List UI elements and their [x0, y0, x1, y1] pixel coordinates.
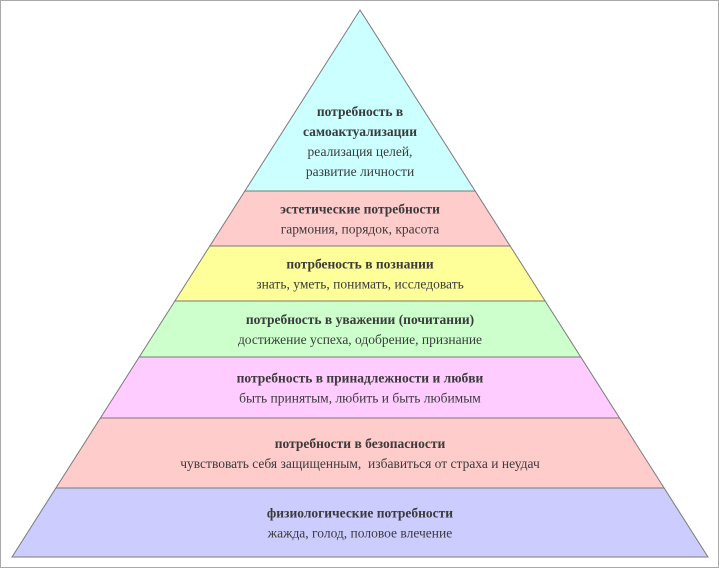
- level-title: потрбеность в познании: [286, 257, 434, 272]
- level-description: достижение успеха, одобрение, признание: [238, 332, 482, 347]
- level-title: потребность в уважении (почитании): [246, 312, 474, 327]
- level-title: потребность в принадлежности и любви: [237, 371, 484, 386]
- level-description: реализация целей,: [308, 144, 413, 159]
- pyramid-level-esteem: [138, 300, 582, 358]
- level-title: потребности в безопасности: [275, 436, 446, 451]
- level-title: эстетические потребности: [280, 202, 440, 217]
- level-title: физиологические потребности: [267, 506, 453, 521]
- level-description: знать, уметь, понимать, исследовать: [256, 277, 464, 292]
- level-description: быть принятым, любить и быть любимым: [239, 391, 481, 406]
- level-description: чувствовать себя защищенным, избавиться …: [180, 456, 540, 471]
- pyramid-level-belonging: [99, 356, 621, 419]
- pyramid-level-cognitive: [173, 245, 547, 302]
- level-description: жажда, голод, половое влечение: [267, 526, 452, 541]
- pyramid-level-aesthetic: [208, 190, 512, 247]
- pyramid-level-physiological: [11, 487, 709, 558]
- level-title: самоактуализации: [303, 124, 417, 139]
- level-description: развитие личности: [306, 164, 414, 179]
- level-description: гармония, порядок, красота: [281, 222, 440, 237]
- level-title: потребность в: [317, 104, 403, 119]
- pyramid-level-safety: [54, 417, 666, 489]
